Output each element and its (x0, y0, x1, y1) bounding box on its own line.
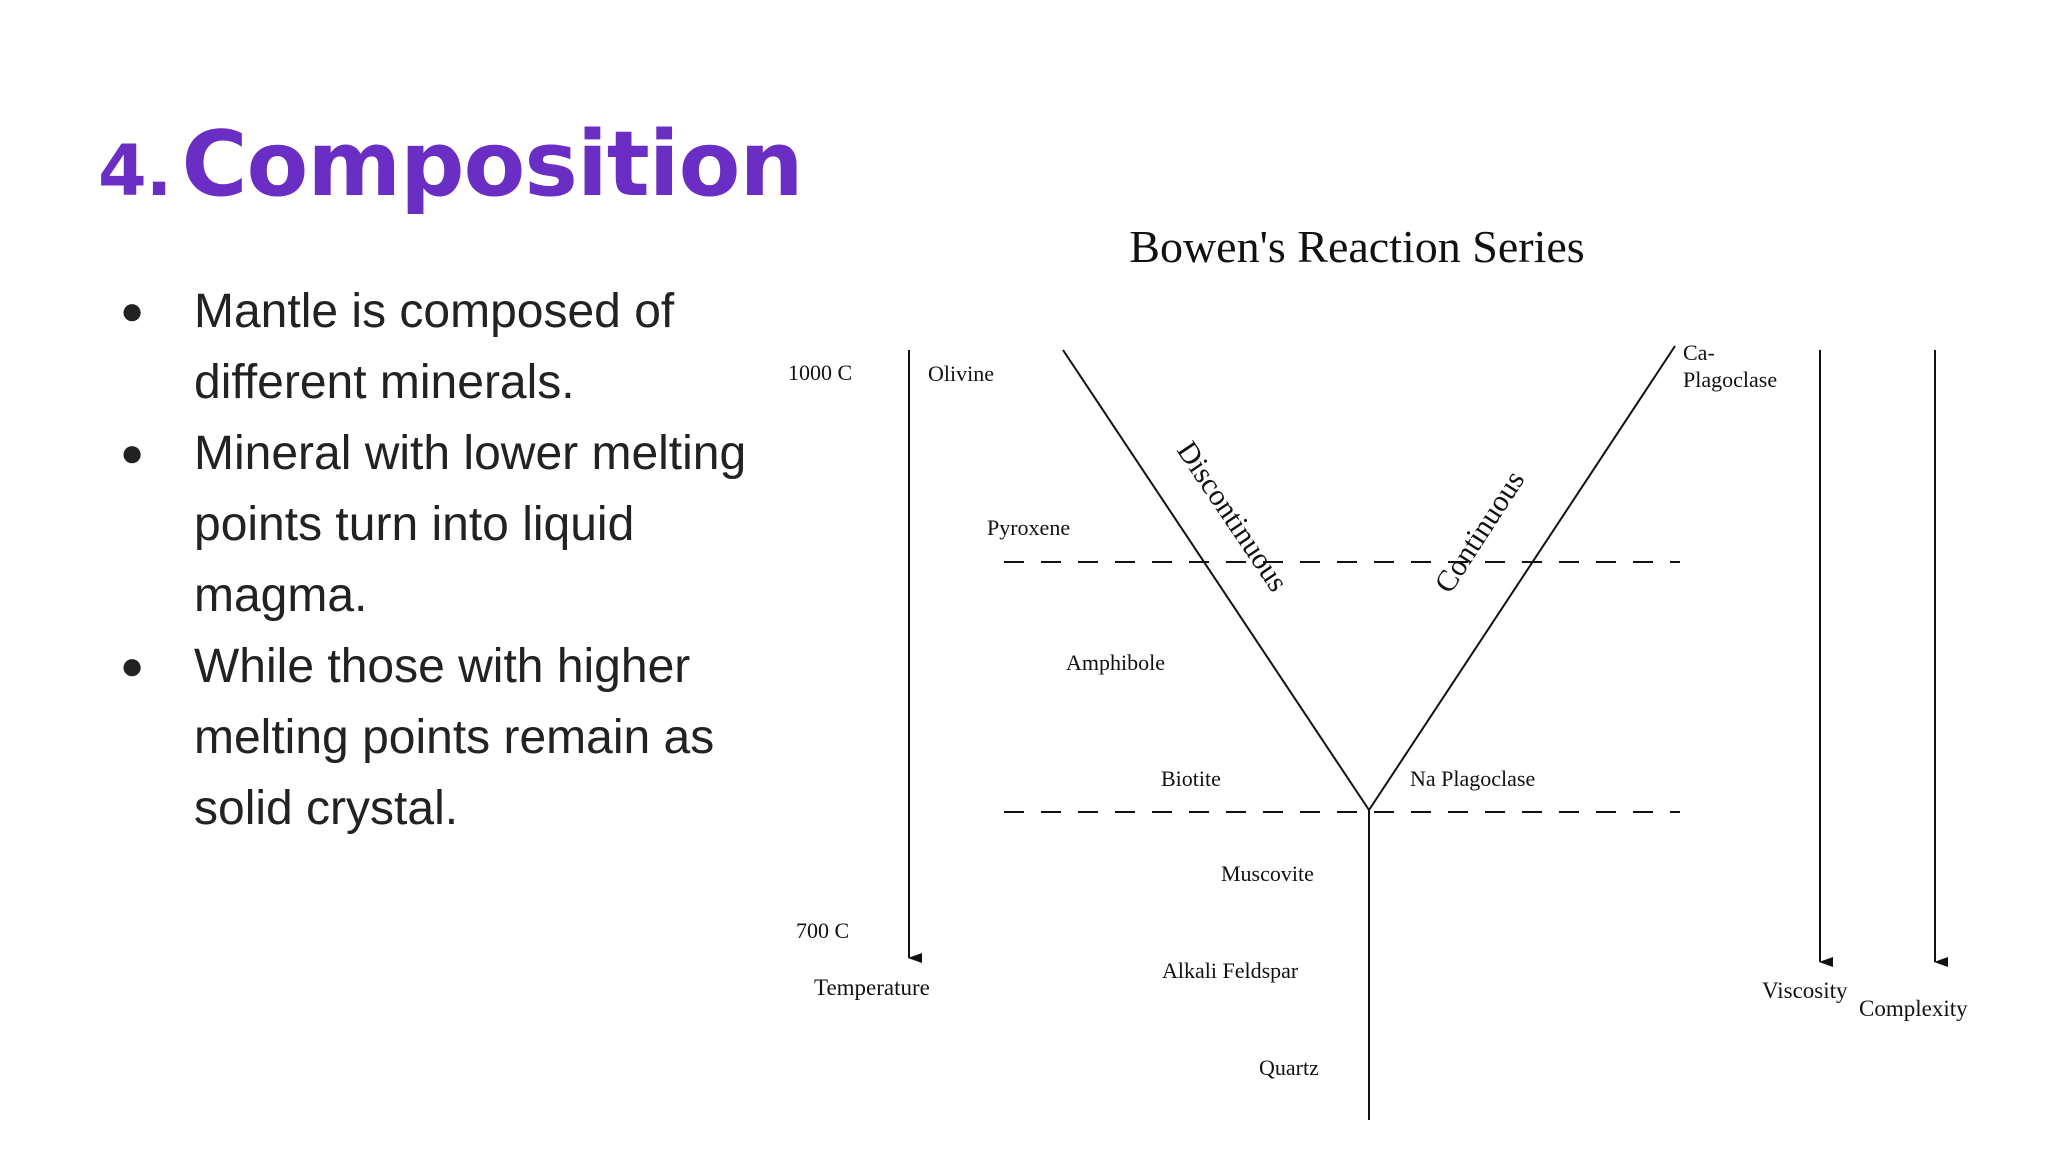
bullet-item: ● Mineral with lower melting points turn … (112, 418, 792, 631)
bullet-text: While those with higher melting points r… (194, 640, 715, 835)
mineral-biotite: Biotite (1161, 766, 1221, 791)
bullet-item: ● Mantle is composed of different mineral… (112, 276, 792, 418)
mineral-muscovite: Muscovite (1221, 861, 1314, 886)
mineral-pyroxene: Pyroxene (987, 515, 1070, 540)
discontinuous-branch-line (1062, 349, 1370, 811)
bullet-text: Mineral with lower melting points turn i… (194, 427, 747, 622)
bullet-dot: ● (120, 644, 145, 688)
title-number: 4. (98, 130, 172, 212)
mineral-ca-plagioclase-line1: Ca- (1683, 340, 1715, 365)
temperature-label: Temperature (814, 975, 930, 1000)
mineral-alkali-feldspar: Alkali Feldspar (1162, 958, 1299, 983)
continuous-label: Continuous (1428, 465, 1531, 599)
mineral-na-plagioclase: Na Plagoclase (1410, 766, 1535, 791)
complexity-label: Complexity (1859, 996, 1968, 1021)
bullet-list: ● Mantle is composed of different mineral… (112, 276, 792, 844)
slide-title: 4. Composition (98, 112, 804, 217)
mineral-quartz: Quartz (1259, 1055, 1319, 1080)
mineral-olivine: Olivine (928, 361, 994, 386)
title-text: Composition (181, 112, 803, 217)
bullet-dot: ● (120, 289, 145, 333)
bullet-text: Mantle is composed of different minerals… (194, 285, 675, 409)
temp-high-label: 1000 C (788, 360, 852, 385)
discontinuous-label: Discontinuous (1170, 435, 1294, 597)
bullet-item: ● While those with higher melting points … (112, 631, 792, 844)
viscosity-label: Viscosity (1762, 978, 1848, 1003)
diagram-title: Bowen's Reaction Series (1129, 221, 1584, 272)
temp-low-label: 700 C (796, 918, 849, 943)
continuous-branch-line (1368, 345, 1676, 811)
mineral-ca-plagioclase-line2: Plagoclase (1683, 367, 1777, 392)
mineral-amphibole: Amphibole (1066, 650, 1165, 675)
bullet-dot: ● (120, 431, 145, 475)
